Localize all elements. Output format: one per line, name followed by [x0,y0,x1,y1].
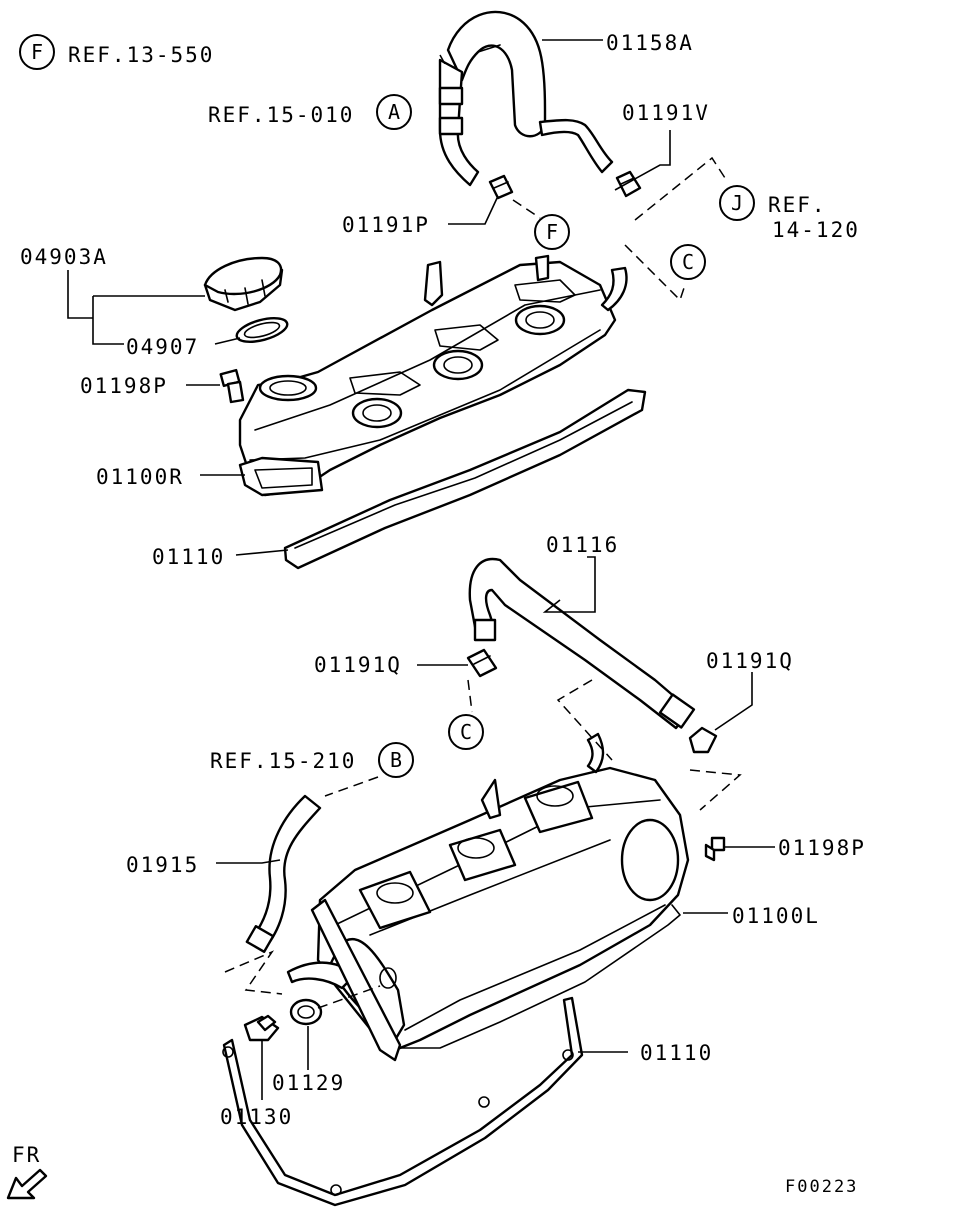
callout-a: A [376,94,412,130]
clamp-01191q-left [466,648,498,678]
part-01191p-label: 01191P [342,213,430,237]
part-01158a-label: 01158A [606,31,694,55]
clamp-01191p [488,174,514,200]
svg-text:C: C [682,250,694,274]
part-01100l-label: 01100L [732,904,820,928]
part-01191q-left-label: 01191Q [314,653,402,677]
part-01116-label: 01116 [546,533,619,557]
front-label: FR [12,1143,41,1167]
gasket-01110-top [283,388,647,570]
hose-01915 [245,794,322,953]
gasket-01110-bottom [222,898,681,1207]
part-04903a-label: 04903A [20,245,108,269]
svg-text:F: F [31,40,43,64]
leader-lines [67,39,775,1100]
figure-code-label: F00223 [785,1177,858,1197]
part-01100r-label: 01100R [96,465,184,489]
part-01110-bottom-label: 01110 [640,1041,713,1065]
hose-01158a [438,10,614,187]
svg-text:C: C [460,720,472,744]
part-01110-top-label: 01110 [152,545,225,569]
callout-f-mid: F [534,214,570,250]
bolt-01198p-top [219,368,245,404]
part-01198p-top-label: 01198P [80,374,168,398]
ref-15-210-label: REF.15-210 [210,749,356,773]
ref-13-550-label: REF.13-550 [68,43,214,67]
svg-text:J: J [731,191,743,215]
part-01915-label: 01915 [126,853,199,877]
ref-14-120-label-2: 14-120 [772,218,860,242]
ref-14-120-label-1: REF. [768,193,827,217]
callout-c-top: C [670,244,706,280]
oil-filler-cap-04903a [203,256,284,312]
hose-01116 [468,557,696,730]
callout-b: B [378,742,414,778]
pcv-valve-01130 [243,1014,280,1042]
seal-01129 [289,998,323,1026]
part-01191v-label: 01191V [622,101,710,125]
part-01191q-right-label: 01191Q [706,649,794,673]
svg-text:F: F [546,220,558,244]
part-01130-label: 01130 [220,1105,293,1129]
callout-f-top: F [19,34,55,70]
front-arrow [6,1168,48,1200]
svg-text:A: A [388,100,400,124]
rocker-cover-01100l [286,732,690,1052]
svg-text:B: B [390,748,402,772]
gasket-04907 [235,317,289,343]
callout-j: J [719,185,755,221]
part-04907-label: 04907 [126,335,199,359]
part-labels: REF.13-550 REF.15-010 REF. 14-120 REF.15… [12,31,866,1197]
clamp-01191q-right [688,726,718,754]
ref-15-010-label: REF.15-010 [208,103,354,127]
rocker-cover-01100r [238,254,628,497]
part-01198p-bottom-label: 01198P [778,836,866,860]
bolt-01198p-bottom [704,836,726,862]
clamp-01191v [615,170,642,198]
callout-c-bottom: C [448,714,484,750]
part-01129-label: 01129 [272,1071,345,1095]
